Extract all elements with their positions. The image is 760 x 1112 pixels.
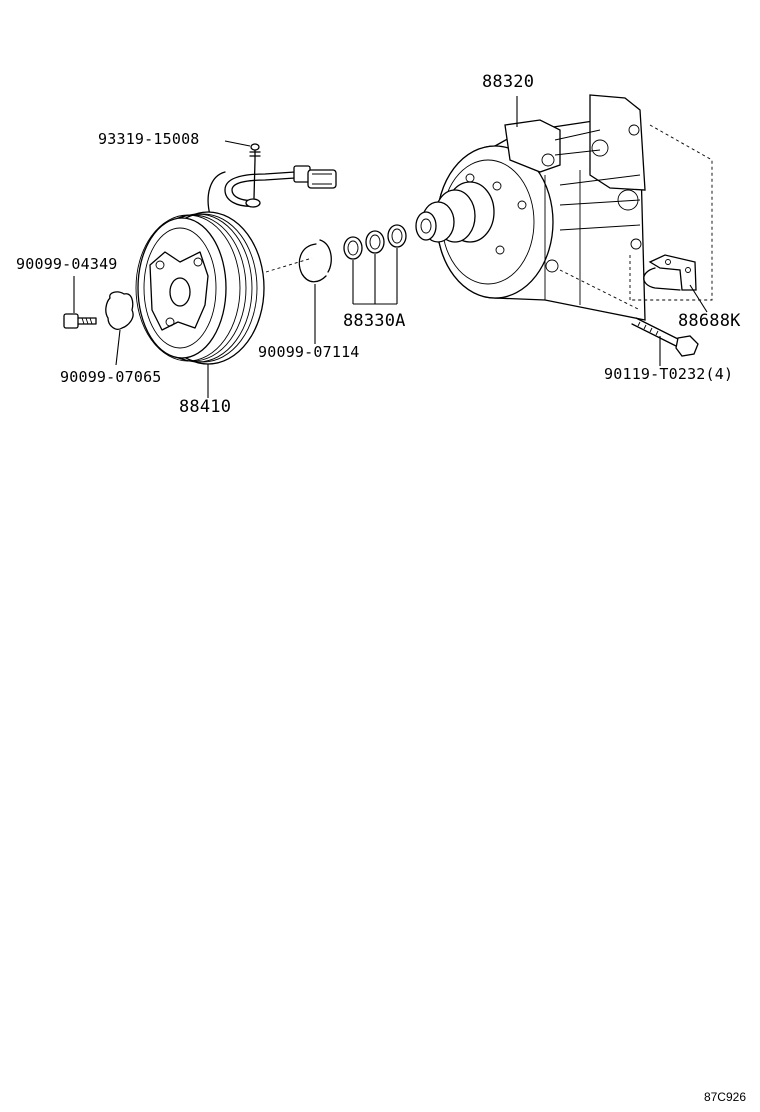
callout-88410[interactable]: 88410 [179, 397, 232, 417]
callout-90099-07114[interactable]: 90099-07114 [258, 343, 360, 361]
compressor-mount-bolt [631, 317, 699, 357]
clutch-shims [343, 224, 407, 260]
callout-93319-15008[interactable]: 93319-15008 [98, 130, 200, 148]
callout-88320[interactable]: 88320 [482, 72, 535, 92]
callout-90099-07065[interactable]: 90099-07065 [60, 368, 162, 386]
compressor-body [415, 94, 713, 321]
magnet-clutch-pulley [135, 211, 313, 365]
leader-lines [73, 96, 708, 398]
clutch-lead-wire [207, 143, 337, 216]
callout-90099-04349[interactable]: 90099-04349 [16, 255, 118, 273]
callout-88330A[interactable]: 88330A [343, 311, 406, 331]
clutch-bolt [63, 313, 97, 329]
figure-code: 87C926 [703, 1090, 746, 1104]
compressor-bracket [643, 254, 697, 291]
callout-88688K[interactable]: 88688K [678, 311, 741, 331]
callout-90119-T0232[interactable]: 90119-T0232(4) [604, 365, 734, 383]
snap-ring [298, 239, 332, 283]
clutch-washer [105, 291, 134, 330]
